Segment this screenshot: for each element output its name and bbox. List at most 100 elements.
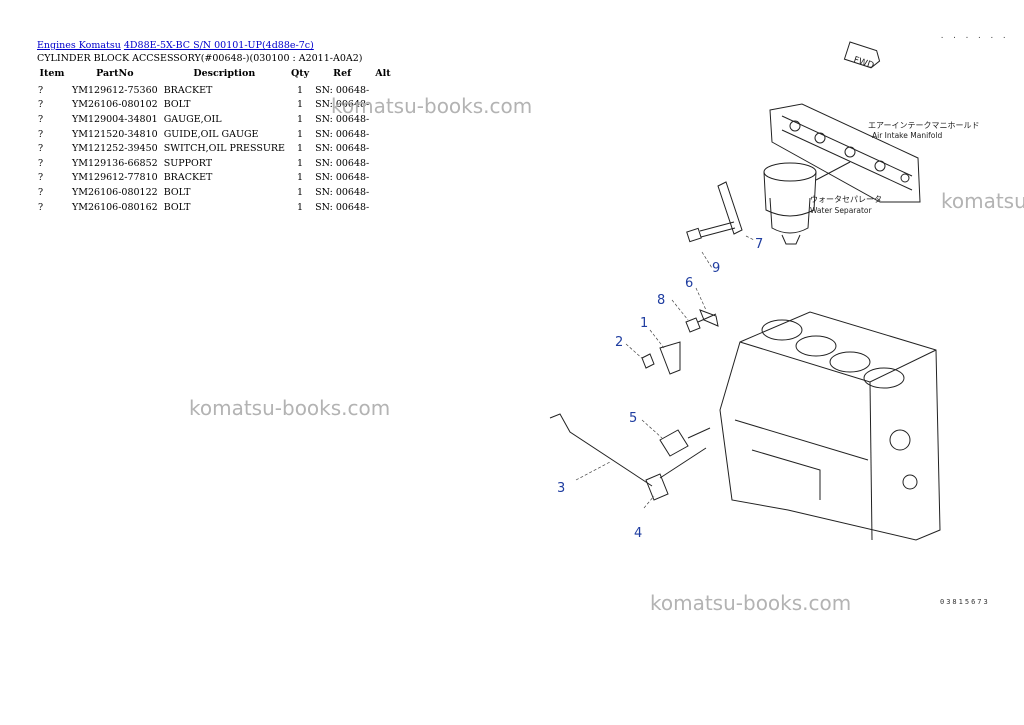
cell-ref: SN: 00648- [315,84,370,96]
callout-3: 3 [557,481,565,496]
cell-description: BOLT [163,186,191,198]
bracket-7-icon [717,181,743,235]
cell-description: SWITCH,OIL PRESSURE [163,143,285,155]
breadcrumb-link-engines[interactable]: Engines Komatsu [37,40,121,51]
bracket-6-icon [699,309,719,327]
cell-qty: 1 [297,113,304,125]
callout-6: 6 [685,276,693,291]
cell-description: BOLT [163,99,191,111]
bolt-2-icon [641,353,655,369]
cell-item: ? [38,128,44,140]
header-ref: Ref [333,67,352,79]
cell-alt [372,156,393,171]
callout-7: 7 [755,237,763,252]
watermark-4: komatsu-books.com [650,591,852,615]
table-row: ? YM121252-39450 SWITCH,OIL PRESSURE 1 S… [35,141,394,156]
cell-ref: SN: 00648- [315,157,370,169]
cell-alt [372,127,393,142]
callout-1: 1 [640,316,648,331]
cell-ref: SN: 00648- [315,186,370,198]
table-header-row: Item PartNo Description Qty Ref Alt [35,65,394,83]
support-1-icon [659,341,681,375]
cell-item: ? [38,113,44,125]
top-marks: · · · · · · [940,34,1009,42]
separator-label-jp: ウォータセパレータ [810,195,882,204]
oil-pressure-switch-5-icon [659,427,711,457]
table-row: ? YM26106-080122 BOLT 1 SN: 00648- [35,185,394,200]
cell-partno: YM121520-34810 [72,128,158,140]
water-separator-icon [763,161,851,245]
watermark-1: komatsu-books.com [331,94,533,118]
cell-partno: YM121252-39450 [72,143,158,155]
oil-gauge-3-icon [549,413,653,487]
cell-qty: 1 [297,186,304,198]
header-alt: Alt [375,67,391,79]
cell-item: ? [38,157,44,169]
cell-qty: 1 [297,143,304,155]
cell-partno: YM129612-77810 [72,172,158,184]
cell-item: ? [38,84,44,96]
header-item: Item [39,67,65,79]
callout-8: 8 [657,293,665,308]
cell-item: ? [38,201,44,213]
cell-qty: 1 [297,201,304,213]
table-row: ? YM26106-080162 BOLT 1 SN: 00648- [35,200,394,215]
cell-alt [372,200,393,215]
table-row: ? YM26106-080102 BOLT 1 SN: 00648- [35,98,394,113]
cell-partno: YM129136-66852 [72,157,158,169]
parts-diagram: FWD [549,41,980,541]
cell-description: SUPPORT [163,157,213,169]
cell-partno: YM129004-34801 [72,113,158,125]
parts-table: Item PartNo Description Qty Ref Alt ? YM… [35,65,394,214]
cell-qty: 1 [297,157,304,169]
breadcrumb: Engines Komatsu 4D88E-5X-BC S/N 00101-UP… [37,40,314,51]
callout-2: 2 [615,335,623,350]
cell-alt [372,171,393,186]
cell-item: ? [38,143,44,155]
header-partno: PartNo [96,67,134,79]
watermark-3: komatsu-books.com [189,396,391,420]
cell-alt [372,185,393,200]
cell-ref: SN: 00648- [315,113,370,125]
header-qty: Qty [290,67,310,79]
cell-ref: SN: 00648- [315,99,370,111]
cell-partno: YM26106-080102 [72,99,158,111]
bolt-9-icon [686,221,736,243]
cell-partno: YM129612-75360 [72,84,158,96]
separator-label-en: Water Separator [810,206,872,215]
cell-ref: SN: 00648- [315,143,370,155]
cell-qty: 1 [297,84,304,96]
manifold-label-en: Air Intake Manifold [872,131,942,140]
fwd-arrow-icon [843,41,881,69]
intake-manifold-icon [769,103,921,203]
gauge-guide-4-icon [645,447,707,501]
table-row: ? YM129136-66852 SUPPORT 1 SN: 00648- [35,156,394,171]
header-description: Description [193,67,256,79]
cell-alt [372,141,393,156]
table-row: ? YM129612-77810 BRACKET 1 SN: 00648- [35,171,394,186]
cell-description: BRACKET [163,84,213,96]
manifold-label-jp: エアーインテークマニホールド [868,121,980,130]
cell-qty: 1 [297,172,304,184]
cell-description: BRACKET [163,172,213,184]
cell-description: GAUGE,OIL [163,113,222,125]
cell-qty: 1 [297,128,304,140]
cell-description: GUIDE,OIL GAUGE [163,128,259,140]
page-title: CYLINDER BLOCK ACCSESSORY(#00648-)(03010… [37,53,363,64]
cell-item: ? [38,186,44,198]
cell-description: BOLT [163,201,191,213]
callout-5: 5 [629,411,637,426]
table-row: ? YM121520-34810 GUIDE,OIL GAUGE 1 SN: 0… [35,127,394,142]
cell-ref: SN: 00648- [315,201,370,213]
cell-ref: SN: 00648- [315,172,370,184]
cell-item: ? [38,99,44,111]
fwd-label: FWD [852,55,875,71]
breadcrumb-link-model[interactable]: 4D88E-5X-BC S/N 00101-UP(4d88e-7c) [123,40,314,51]
cell-item: ? [38,172,44,184]
cell-partno: YM26106-080122 [72,186,158,198]
engine-block-icon [719,311,941,541]
cell-qty: 1 [297,99,304,111]
cell-partno: YM26106-080162 [72,201,158,213]
callout-9: 9 [712,261,720,276]
table-row: ? YM129612-75360 BRACKET 1 SN: 00648- [35,83,394,98]
